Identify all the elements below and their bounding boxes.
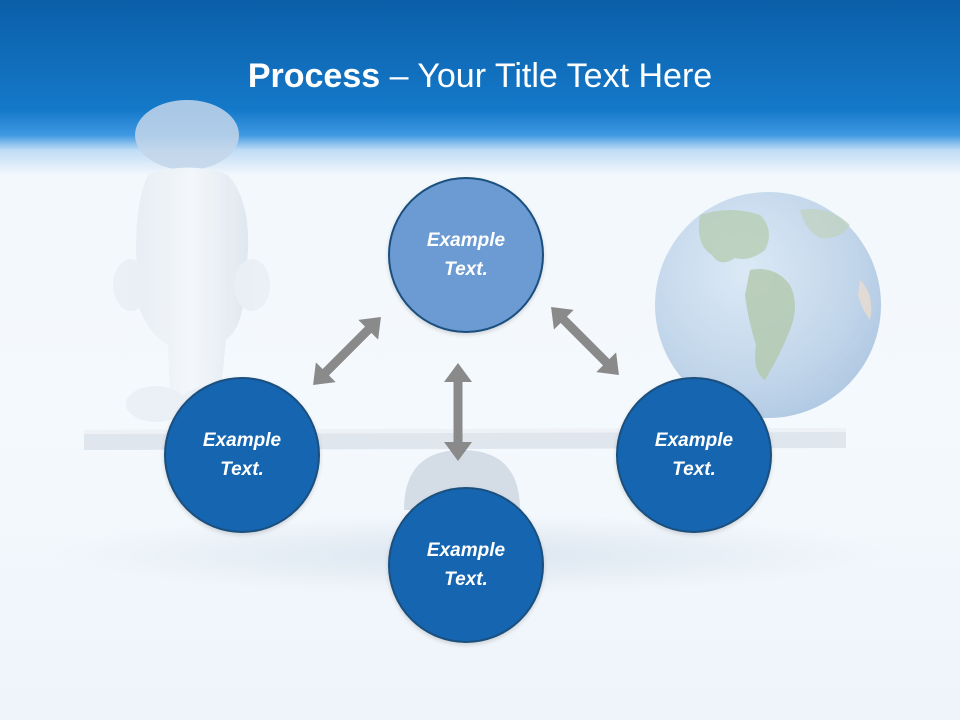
process-node-bottom: Example Text. xyxy=(388,487,544,643)
process-node-left: Example Text. xyxy=(164,377,320,533)
title-bold-part: Process xyxy=(247,57,381,95)
person-figure xyxy=(113,100,270,422)
arrow-vertical xyxy=(444,363,472,461)
arrow-top-right xyxy=(551,307,619,375)
arrow-top-left xyxy=(313,317,381,385)
process-node-right: Example Text. xyxy=(616,377,772,533)
title-rest-part: – Your Title Text Here xyxy=(380,57,713,95)
globe-image xyxy=(655,192,881,418)
node-top-label: Example Text. xyxy=(426,230,506,280)
slide-title: Process – Your Title Text Here xyxy=(0,52,960,100)
node-right-label: Example Text. xyxy=(654,430,734,480)
node-left-label: Example Text. xyxy=(202,430,282,480)
node-bottom-label: Example Text. xyxy=(426,540,506,590)
process-node-top: Example Text. xyxy=(388,177,544,333)
